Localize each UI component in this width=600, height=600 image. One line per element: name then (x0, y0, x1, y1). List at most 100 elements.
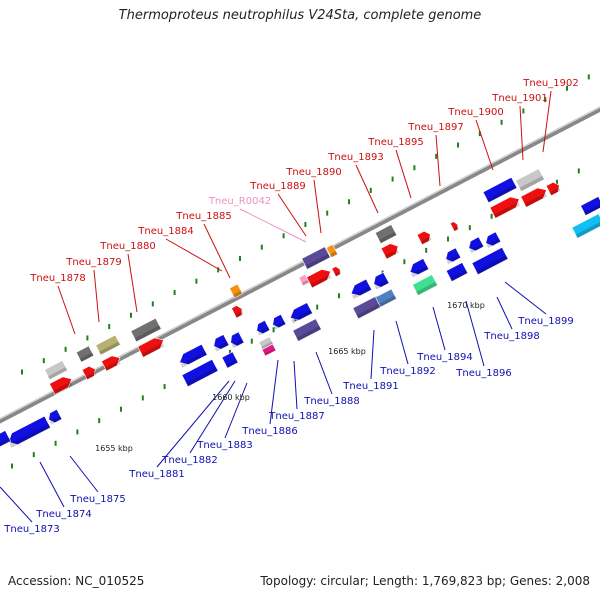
minor-ticks (11, 74, 590, 469)
gene-shade (257, 326, 270, 336)
gene-shade (214, 341, 229, 352)
gene-shade (584, 203, 600, 216)
gene-shape (520, 187, 547, 208)
gene-shade (449, 269, 468, 282)
genome-summary-text: Topology: circular; Length: 1,769,823 bp… (260, 574, 590, 588)
gene-shade (301, 279, 310, 286)
gene-shape (580, 196, 600, 216)
gene-feature-reverse (289, 302, 313, 324)
gene-label: Tneu_1902 (522, 78, 578, 89)
gene-shade (264, 348, 276, 356)
gene-shade (453, 226, 460, 232)
gene-feature-forward (49, 376, 73, 395)
label-leader-line (355, 164, 379, 214)
label-leader-line (504, 281, 547, 315)
gene-feature-forward (81, 365, 97, 381)
gene-shape (49, 376, 73, 395)
gene-feature-reverse (373, 272, 390, 290)
label-leader-line (435, 134, 441, 187)
label-leader-line (203, 223, 231, 279)
gene-shade (486, 238, 501, 249)
gene-shade (356, 302, 384, 319)
gene-shade (378, 295, 397, 308)
gene-shade (180, 351, 208, 368)
gene-feature-forward (306, 269, 332, 289)
gene-feature-reverse (8, 415, 51, 448)
gene-shade (416, 281, 438, 296)
gene-label: Tneu_1885 (175, 211, 231, 222)
map-title: Thermoproteus neutrophilus V24Sta, compl… (118, 8, 482, 23)
label-leader-line (395, 149, 412, 199)
gene-shape (213, 334, 230, 350)
gene-shape (221, 351, 239, 369)
gene-feature-forward (231, 305, 244, 319)
gene-shape (468, 236, 485, 252)
gene-shape (515, 168, 545, 192)
gene-label: Tneu_1890 (285, 167, 341, 178)
gene-shape (0, 430, 12, 450)
gene-shape (306, 269, 332, 289)
gene-feature-reverse (580, 196, 600, 216)
gene-feature-reverse (412, 274, 438, 296)
gene-shape (449, 221, 459, 232)
label-leader-line (165, 238, 223, 272)
gene-shape (261, 343, 277, 357)
gene-shape (374, 224, 398, 244)
gene-shape (331, 266, 341, 278)
gene-shade (519, 175, 545, 192)
gene-label: Tneu_1891 (342, 381, 398, 392)
gene-shade (9, 423, 51, 448)
label-leader-line (519, 105, 524, 161)
gene-feature-forward (325, 244, 339, 258)
gene-shape (380, 243, 399, 260)
gene-feature-reverse (468, 236, 485, 254)
label-leader-line (475, 119, 494, 171)
gene-label: Tneu_1899 (517, 316, 573, 327)
label-leader-line (269, 359, 279, 425)
label-leader-line (156, 380, 230, 468)
gene-feature-reverse (409, 258, 430, 278)
gene-feature-reverse (261, 343, 277, 357)
label-leader-line (395, 320, 409, 365)
gene-shape (181, 358, 219, 388)
gene-label: Tneu_1894 (416, 352, 472, 363)
gene-shade (53, 381, 73, 395)
gene-shape (229, 283, 243, 299)
label-leader-line (496, 296, 513, 330)
gene-label: Tneu_1892 (379, 366, 435, 377)
gene-features (0, 168, 600, 450)
gene-feature-forward (75, 345, 95, 363)
gene-feature-reverse (375, 288, 397, 308)
gene-shape (375, 288, 397, 308)
gene-shade (334, 271, 342, 277)
gene-shape (231, 305, 243, 319)
gene-shade (310, 274, 332, 288)
gene-label: Tneu_1901 (491, 93, 547, 104)
label-leader-line (432, 306, 446, 351)
gene-feature-reverse (181, 358, 219, 388)
gene-shade (104, 360, 121, 372)
gene-feature-forward (137, 337, 165, 358)
gene-shade (410, 265, 429, 278)
label-leader-line (293, 360, 298, 410)
gene-shape (75, 345, 95, 363)
gene-shape (489, 196, 520, 219)
gene-feature-forward (95, 334, 121, 356)
label-leader-line (57, 285, 76, 335)
gene-feature-forward (44, 360, 68, 380)
gene-label: Tneu_1875 (69, 494, 125, 505)
gene-shade (232, 290, 243, 298)
gene-shade (234, 311, 244, 318)
gene-feature-forward (520, 187, 548, 208)
gene-shade (99, 341, 121, 355)
gene-label: Tneu_R0042 (208, 196, 271, 207)
label-leader-line (542, 90, 552, 153)
gene-shade (329, 251, 338, 258)
gene-shape (48, 408, 63, 424)
gene-shade (134, 325, 162, 342)
gene-shape (289, 302, 313, 321)
gene-shade (575, 220, 600, 239)
gene-shade (475, 255, 509, 275)
gene-feature-forward (482, 176, 518, 204)
